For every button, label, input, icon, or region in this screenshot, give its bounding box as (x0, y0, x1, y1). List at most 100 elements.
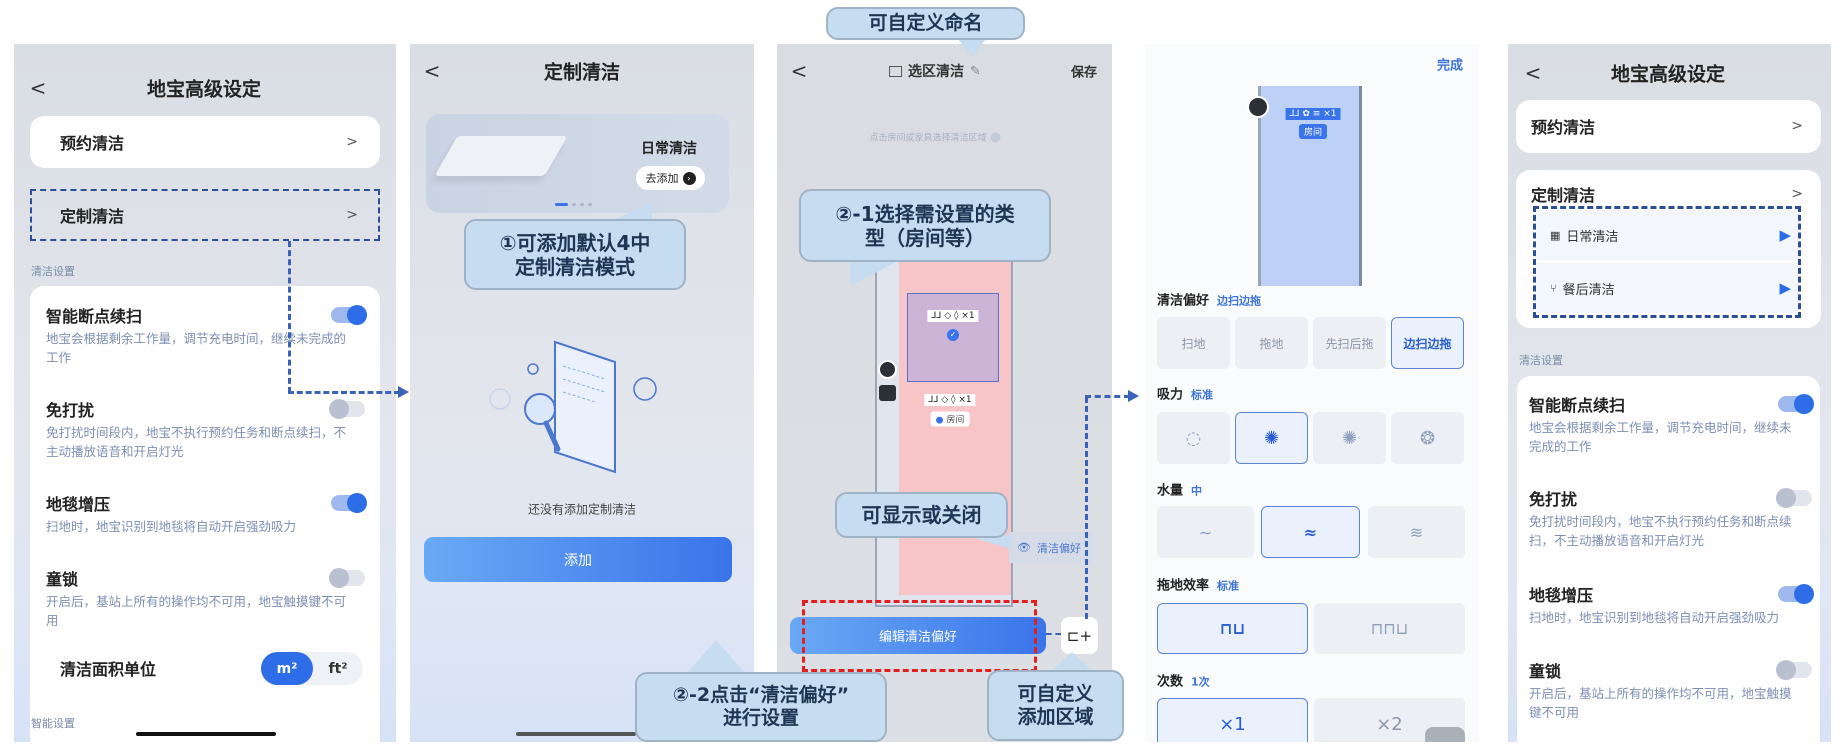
callout-toggle-visibility: 可显示或关闭 (835, 492, 1008, 538)
connector-line (1085, 397, 1088, 619)
mode-banner[interactable]: 日常清洁 去添加 › (426, 114, 729, 213)
robot-icon (878, 360, 897, 379)
floor-plan-illustration (434, 136, 568, 176)
setting-toggle[interactable] (1776, 488, 1812, 508)
custom-mode-item[interactable]: ⑂餐后清洁 ▶ (1536, 263, 1799, 313)
setting-toggle[interactable] (329, 568, 365, 588)
room-tag: ⅃⅃ ✿ ≡ ×1 (1285, 108, 1341, 120)
pref-option-sweep[interactable]: 扫地 (1157, 317, 1230, 369)
setting-toggle[interactable] (1778, 394, 1814, 414)
setting-description: 扫地时，地宝识别到地毯将自动开启强劲吸力 (1529, 610, 1780, 625)
water-low-option[interactable]: ∼ (1157, 506, 1254, 558)
suction-label: 吸力标准 (1157, 387, 1214, 403)
pencil-icon[interactable]: ✎ (970, 63, 981, 79)
preference-visibility-toggle[interactable]: 👁清洁偏好 (1009, 532, 1094, 563)
setting-title: 免打扰 (46, 401, 95, 420)
arrow-head-icon (398, 386, 409, 398)
pref-option-sweep-then-mop[interactable]: 先扫后拖 (1313, 317, 1386, 369)
section-label: 清洁设置 (1519, 354, 1563, 367)
suction-strong-option[interactable]: ✺ (1313, 412, 1386, 464)
setting-title: 童锁 (46, 570, 79, 589)
schedule-clean-row[interactable]: 预约清洁 > (1516, 100, 1821, 153)
schedule-clean-row[interactable]: 预约清洁 > (30, 116, 380, 168)
connector-line (1046, 633, 1061, 635)
pref-option-sweep-and-mop[interactable]: 边扫边拖 (1391, 317, 1464, 369)
toggle-knob (1794, 394, 1814, 414)
custom-clean-screen: < 定制清洁 日常清洁 去添加 › 还没有添加定制清洁 添加 (410, 44, 754, 742)
custom-mode-item[interactable]: ▦日常清洁 ▶ (1536, 210, 1799, 260)
zone-icon (889, 65, 903, 77)
setting-description: 扫地时，地宝识别到地毯将自动开启强劲吸力 (46, 519, 297, 534)
setting-description: 免打扰时间段内，地宝不执行预约任务和断点续扫，不主动播放语音和开启灯光 (1529, 514, 1792, 548)
row-label[interactable]: 定制清洁 (1531, 186, 1596, 205)
water-high-option[interactable]: ≋ (1368, 506, 1465, 558)
go-add-button[interactable]: 去添加 › (636, 166, 705, 190)
setting-toggle[interactable] (331, 493, 367, 513)
setting-title: 智能断点续扫 (1529, 396, 1626, 415)
mop-standard-option[interactable]: ⊓⊔ (1157, 603, 1308, 654)
page-title: 地宝高级设定 (146, 78, 262, 101)
help-icon[interactable] (990, 132, 1001, 142)
row-label: 预约清洁 (1531, 118, 1596, 137)
add-button[interactable]: 添加 (424, 537, 732, 582)
section-label: 智能设置 (31, 717, 75, 730)
zigzag-icon: ⊓⊔ (1219, 619, 1246, 638)
toggle-knob (347, 305, 367, 325)
highlight-edit-button (802, 600, 1037, 672)
save-button[interactable]: 保存 (1070, 65, 1098, 81)
add-zone-button[interactable]: ⊏+ (1061, 617, 1098, 654)
play-icon[interactable]: ▶ (1779, 279, 1791, 297)
area-unit-segmented[interactable]: m² ft² (261, 652, 363, 685)
wave-icon: ∼ (1198, 522, 1213, 542)
setting-description: 地宝会根据剩余工作量，调节充电时间，继续未完成的工作 (1529, 420, 1792, 454)
back-button[interactable]: < (790, 59, 808, 83)
unit-ft2-option[interactable]: ft² (328, 660, 348, 677)
custom-clean-card: 定制清洁 > ▦日常清洁 ▶ ⑂餐后清洁 ▶ (1516, 170, 1821, 328)
highlight-custom-items (1533, 206, 1801, 318)
callout-tail (965, 535, 1011, 549)
room-map[interactable]: ⅃⅃ ✿ ≡ ×1 房间 (1258, 86, 1362, 286)
banner-title: 日常清洁 (641, 141, 697, 157)
setting-toggle[interactable] (1776, 660, 1812, 680)
setting-title: 智能断点续扫 (46, 307, 143, 326)
chevron-right-icon[interactable]: > (1791, 186, 1803, 202)
zone-clean-screen: < 选区清洁 ✎ 保存 点击房间或家具选择清洁区域 ⅃⅃ ◇ ◊ ×1 ✓ ⅃⅃… (777, 44, 1112, 742)
empty-state-text: 还没有添加定制清洁 (527, 502, 637, 517)
unit-m2-option[interactable]: m² (261, 652, 313, 685)
water-medium-option[interactable]: ≈ (1261, 506, 1360, 558)
carousel-dots[interactable] (555, 203, 592, 206)
suction-standard-option[interactable]: ✺ (1235, 412, 1308, 464)
back-button[interactable]: < (423, 59, 441, 83)
floating-robot-button[interactable] (1425, 727, 1465, 742)
setting-toggle[interactable] (331, 305, 367, 325)
play-icon[interactable]: ▶ (1779, 226, 1791, 244)
back-button[interactable]: < (1524, 61, 1542, 85)
callout-tail (958, 39, 986, 57)
back-button[interactable]: < (29, 76, 47, 100)
chevron-right-icon: > (346, 134, 358, 150)
home-indicator (516, 732, 636, 736)
setting-toggle[interactable] (329, 399, 365, 419)
row-label: 定制清洁 (60, 207, 125, 226)
arrow-head-icon (1128, 390, 1139, 402)
chevron-right-icon: > (346, 207, 358, 223)
done-button[interactable]: 完成 (1436, 58, 1464, 74)
zigzag-icon: ⊓⊓⊔ (1370, 619, 1409, 638)
room-label[interactable]: ● 房间 (930, 411, 970, 427)
suction-max-option[interactable]: ❂ (1391, 412, 1464, 464)
mop-deep-option[interactable]: ⊓⊓⊔ (1314, 603, 1465, 654)
edit-preference-button[interactable]: 编辑清洁偏好 (790, 617, 1046, 654)
swirl-icon: ✺ (1341, 427, 1358, 449)
title-group[interactable]: 选区清洁 ✎ (889, 61, 981, 81)
callout-tail (1050, 652, 1094, 672)
hint-text-group: 点击房间或家具选择清洁区域 (869, 131, 1001, 144)
custom-clean-row[interactable]: 定制清洁 > (30, 189, 380, 241)
robot-icon (1247, 96, 1269, 118)
pref-option-mop[interactable]: 拖地 (1235, 317, 1308, 369)
suction-quiet-option[interactable]: ◌ (1157, 412, 1230, 464)
settings-card: 智能断点续扫地宝会根据剩余工作量，调节充电时间，继续未完成的工作免打扰免打扰时间… (1517, 376, 1820, 742)
times-once-option[interactable]: ×1 (1157, 698, 1308, 742)
setting-toggle[interactable] (1778, 584, 1814, 604)
toggle-knob (1776, 488, 1796, 508)
